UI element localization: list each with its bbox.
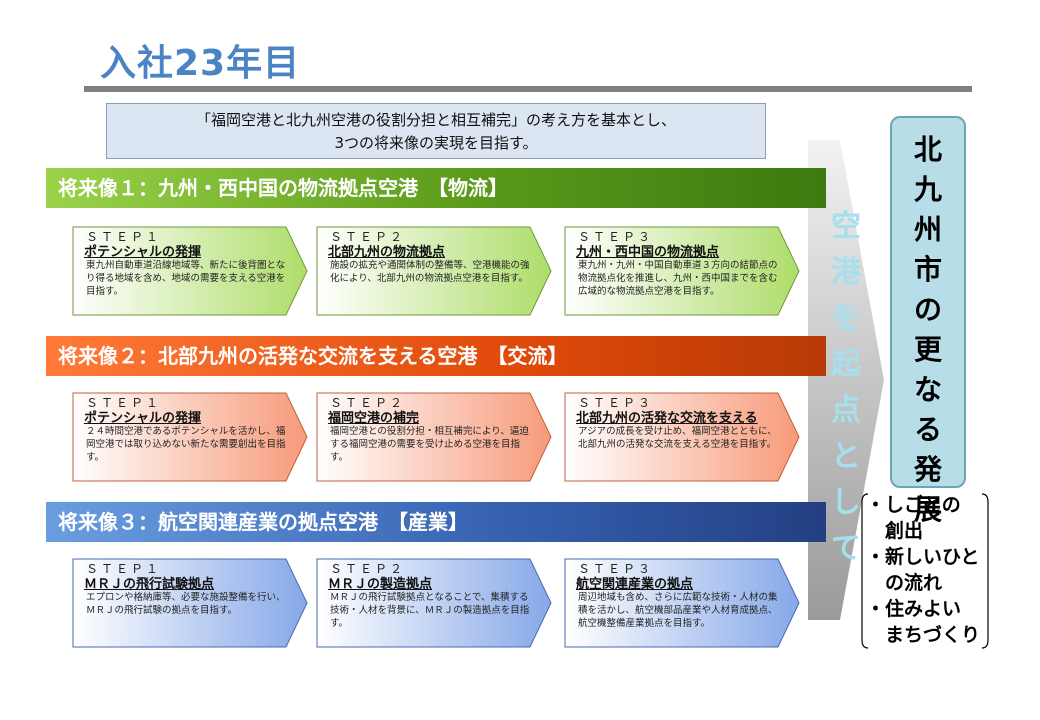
side-column: 北九州市の更なる発展 <box>890 116 966 526</box>
vision-2-step-3: ＳＴＥＰ３ 北部九州の活発な交流を支える アジアの成長を受け止め、福岡空港ととも… <box>564 392 800 482</box>
vision-1-step-3: ＳＴＥＰ３ 九州・西中国の物流拠点 東九州・九州・中国自動車道３方向の結節点の物… <box>564 226 800 316</box>
title-divider <box>84 86 972 92</box>
vision-1-bar: 将来像１：九州・西中国の物流拠点空港 【物流】 <box>46 168 826 208</box>
step-head: ＳＴＥＰ３ <box>578 396 654 410</box>
step-head: ＳＴＥＰ２ <box>330 230 406 244</box>
intro-line-1: 「福岡空港と北九州空港の役割分担と相互補完」の考え方を基本とし、 <box>195 111 676 129</box>
step-desc: 福岡空港との役割分担・相互補完により、逼迫する福岡空港の需要を受け止める空港を目… <box>330 426 529 463</box>
step-title: 福岡空港の補完 <box>328 411 420 426</box>
step-title: 九州・西中国の物流拠点 <box>576 245 720 260</box>
side-column-text: 北九州市の更なる発展 <box>913 133 942 526</box>
vision-2-step-1: ＳＴＥＰ１ ポテンシャルの発揮 ２４時間空港であるポテンシャルを活かし、福岡空港… <box>72 392 308 482</box>
bullet-item: ・住みよい <box>866 598 962 620</box>
bullet-item: の流れ <box>866 572 943 594</box>
step-title: ＭＲＪの製造拠点 <box>328 577 433 592</box>
vision-3-step-3: ＳＴＥＰ３ 航空関連産業の拠点 周辺地域も含め、さらに広範な技術・人材の集積を活… <box>564 558 800 648</box>
brace-shape <box>861 493 989 649</box>
vision-3-bar: 将来像３：航空関連産業の拠点空港 【産業】 <box>46 502 826 542</box>
step-desc: エプロンや格納庫等、必要な施設整備を行い、ＭＲＪの飛行試験の拠点を目指す。 <box>86 592 286 616</box>
bullet-list: ・しごとの 創出 ・新しいひと の流れ ・住みよい まちづくり <box>860 490 990 650</box>
bullet-item: ・新しいひと <box>866 546 980 568</box>
step-desc: ２４時間空港であるポテンシャルを活かし、福岡空港では取り込めない新たな需要創出を… <box>86 426 286 463</box>
vertical-subtext: 空港を起点として <box>831 209 861 566</box>
step-title: 航空関連産業の拠点 <box>576 577 694 592</box>
vision-2-step-2: ＳＴＥＰ２ 福岡空港の補完 福岡空港との役割分担・相互補完により、逼迫する福岡空… <box>316 392 552 482</box>
bullet-item: まちづくり <box>866 624 981 646</box>
step-head: ＳＴＥＰ２ <box>330 396 406 410</box>
step-title: ＭＲＪの飛行試験拠点 <box>84 577 215 592</box>
step-desc: 東九州・九州・中国自動車道３方向の結節点の物流拠点化を推進し、九州・西中国までを… <box>578 260 778 297</box>
vision-2-bar: 将来像２：北部九州の活発な交流を支える空港 【交流】 <box>46 336 826 376</box>
vision-1-step-1: ＳＴＥＰ１ ポテンシャルの発揮 東九州自動車道沿線地域等、新たに後背圏となり得る… <box>72 226 308 316</box>
step-head: ＳＴＥＰ１ <box>86 230 162 244</box>
step-desc: 周辺地域も含め、さらに広範な技術・人材の集積を活かし、航空機部品産業や人材育成拠… <box>578 592 778 629</box>
step-desc: 施設の拡充や通関体制の整備等、空港機能の強化により、北部九州の物流拠点空港を目指… <box>330 260 530 284</box>
step-head: ＳＴＥＰ１ <box>86 562 162 576</box>
step-desc: ＭＲＪの飛行試験拠点となることで、集積する技術・人材を背景に、ＭＲＪの製造拠点を… <box>330 592 530 629</box>
step-title: ポテンシャルの発揮 <box>84 245 202 260</box>
bullet-item: ・しごとの <box>866 494 961 516</box>
step-title: ポテンシャルの発揮 <box>84 411 202 426</box>
step-title: 北部九州の物流拠点 <box>328 245 446 260</box>
step-head: ＳＴＥＰ２ <box>330 562 406 576</box>
step-desc: アジアの成長を受け止め、福岡空港とともに、北部九州の活発な交流を支える空港を目指… <box>578 426 777 450</box>
step-head: ＳＴＥＰ１ <box>86 396 162 410</box>
step-head: ＳＴＥＰ３ <box>578 230 654 244</box>
intro-box: 「福岡空港と北九州空港の役割分担と相互補完」の考え方を基本とし、 3つの将来像の… <box>106 103 766 159</box>
bullet-item: 創出 <box>866 520 924 542</box>
vision-3-step-2: ＳＴＥＰ２ ＭＲＪの製造拠点 ＭＲＪの飛行試験拠点となることで、集積する技術・人… <box>316 558 552 648</box>
step-title: 北部九州の活発な交流を支える <box>576 411 758 426</box>
page-title: 入社23年目 <box>100 43 301 84</box>
intro-line-2: 3つの将来像の実現を目指す。 <box>334 134 538 152</box>
vision-3-step-1: ＳＴＥＰ１ ＭＲＪの飛行試験拠点 エプロンや格納庫等、必要な施設整備を行い、ＭＲ… <box>72 558 308 648</box>
vision-1-step-2: ＳＴＥＰ２ 北部九州の物流拠点 施設の拡充や通関体制の整備等、空港機能の強化によ… <box>316 226 552 316</box>
step-head: ＳＴＥＰ３ <box>578 562 654 576</box>
step-desc: 東九州自動車道沿線地域等、新たに後背圏となり得る地域を含め、地域の需要を支える空… <box>86 260 286 297</box>
